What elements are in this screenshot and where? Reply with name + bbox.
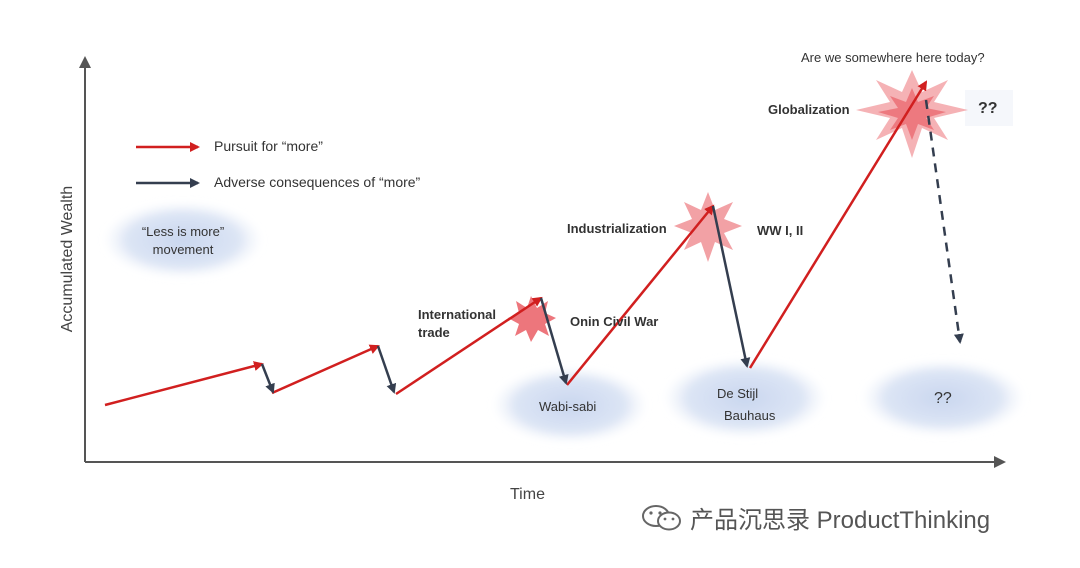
wabi-sabi-label: Wabi-sabi <box>539 399 597 414</box>
adverse-arrow-3 <box>539 297 569 385</box>
legend-pursuit-label: Pursuit for “more” <box>214 138 323 154</box>
less-is-more-line2: movement <box>152 242 214 257</box>
cloud-de-stijl <box>663 358 827 438</box>
globalization-label: Globalization <box>768 102 850 117</box>
cloud-less-is-more <box>103 202 263 278</box>
watermark-text: 产品沉思录 ProductThinking <box>690 507 991 534</box>
question-top-label: ?? <box>978 100 998 117</box>
cloud-question <box>861 360 1025 436</box>
ww-label: WW I, II <box>757 223 804 238</box>
adverse-arrow-2 <box>376 345 397 394</box>
wechat-icon <box>642 504 681 530</box>
pursuit-arrow-3 <box>395 296 543 396</box>
legend-adverse-label: Adverse consequences of “more” <box>214 174 421 190</box>
pursuit-arrow-1 <box>104 361 264 407</box>
pursuit-arrow-5 <box>748 80 928 369</box>
adverse-arrow-dashed <box>924 99 964 344</box>
pursuit-arrow-4 <box>566 204 715 386</box>
international-trade-line2: trade <box>418 325 450 340</box>
are-we-here-label: Are we somewhere here today? <box>801 50 985 65</box>
international-trade-line1: International <box>418 307 497 322</box>
bauhaus-label: Bauhaus <box>724 408 776 423</box>
question-bottom-label: ?? <box>934 390 952 407</box>
watermark: 产品沉思录 ProductThinking <box>640 500 990 535</box>
industrialization-label: Industrialization <box>567 221 667 236</box>
less-is-more-line1: “Less is more” <box>141 224 225 239</box>
less-is-more-label: “Less is more” movement <box>118 224 248 257</box>
international-trade-label: International trade <box>418 307 496 340</box>
adverse-arrow-1 <box>260 363 275 394</box>
cloud-wabi-sabi <box>492 367 648 443</box>
burst-globalization-inner <box>878 88 946 140</box>
de-stijl-label: De Stijl <box>717 386 759 401</box>
burst-industrialization <box>674 192 742 262</box>
adverse-arrow-4 <box>711 205 751 368</box>
onin-civil-war-label: Onin Civil War <box>570 314 659 329</box>
pursuit-arrow-2 <box>271 344 380 395</box>
y-axis-title: Accumulated Wealth <box>59 185 76 333</box>
question-box-top <box>965 90 1013 126</box>
x-axis-title: Time <box>510 486 545 503</box>
